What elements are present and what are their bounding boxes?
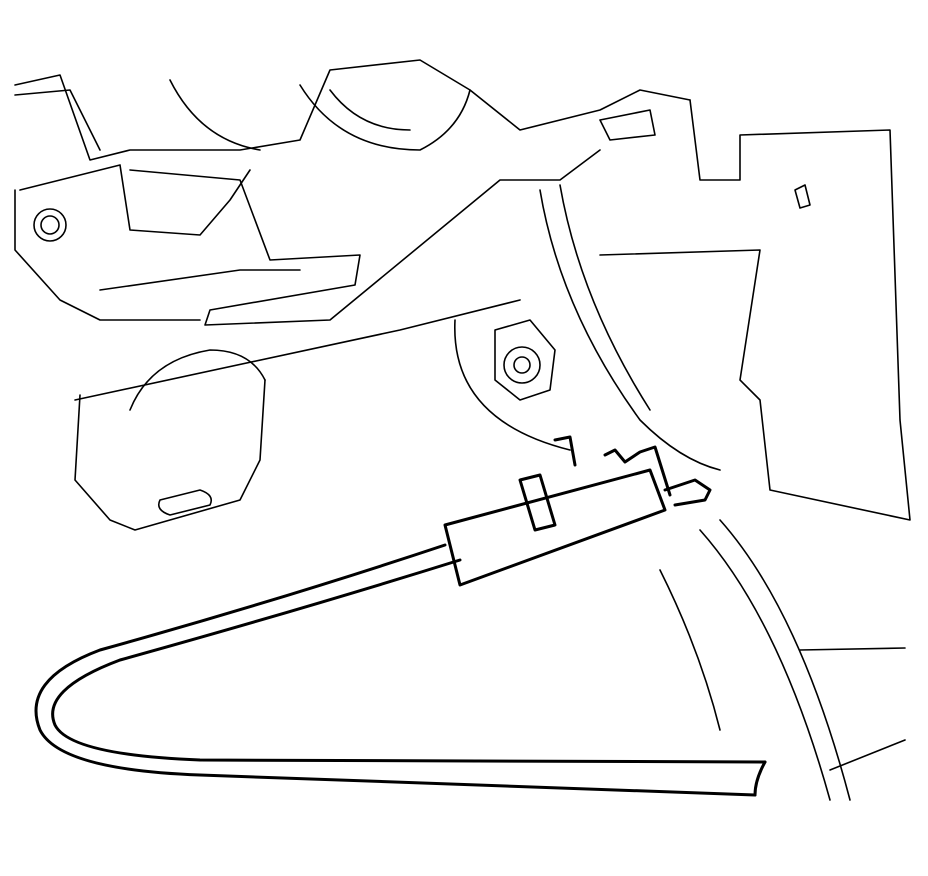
cable <box>34 543 767 797</box>
steering-column-housing <box>14 59 691 531</box>
mounting-nut-center <box>494 319 556 401</box>
cable-connector <box>443 435 712 587</box>
mounting-nut-left <box>33 208 67 242</box>
floor-panel <box>659 519 906 801</box>
bracket-right <box>454 99 911 521</box>
